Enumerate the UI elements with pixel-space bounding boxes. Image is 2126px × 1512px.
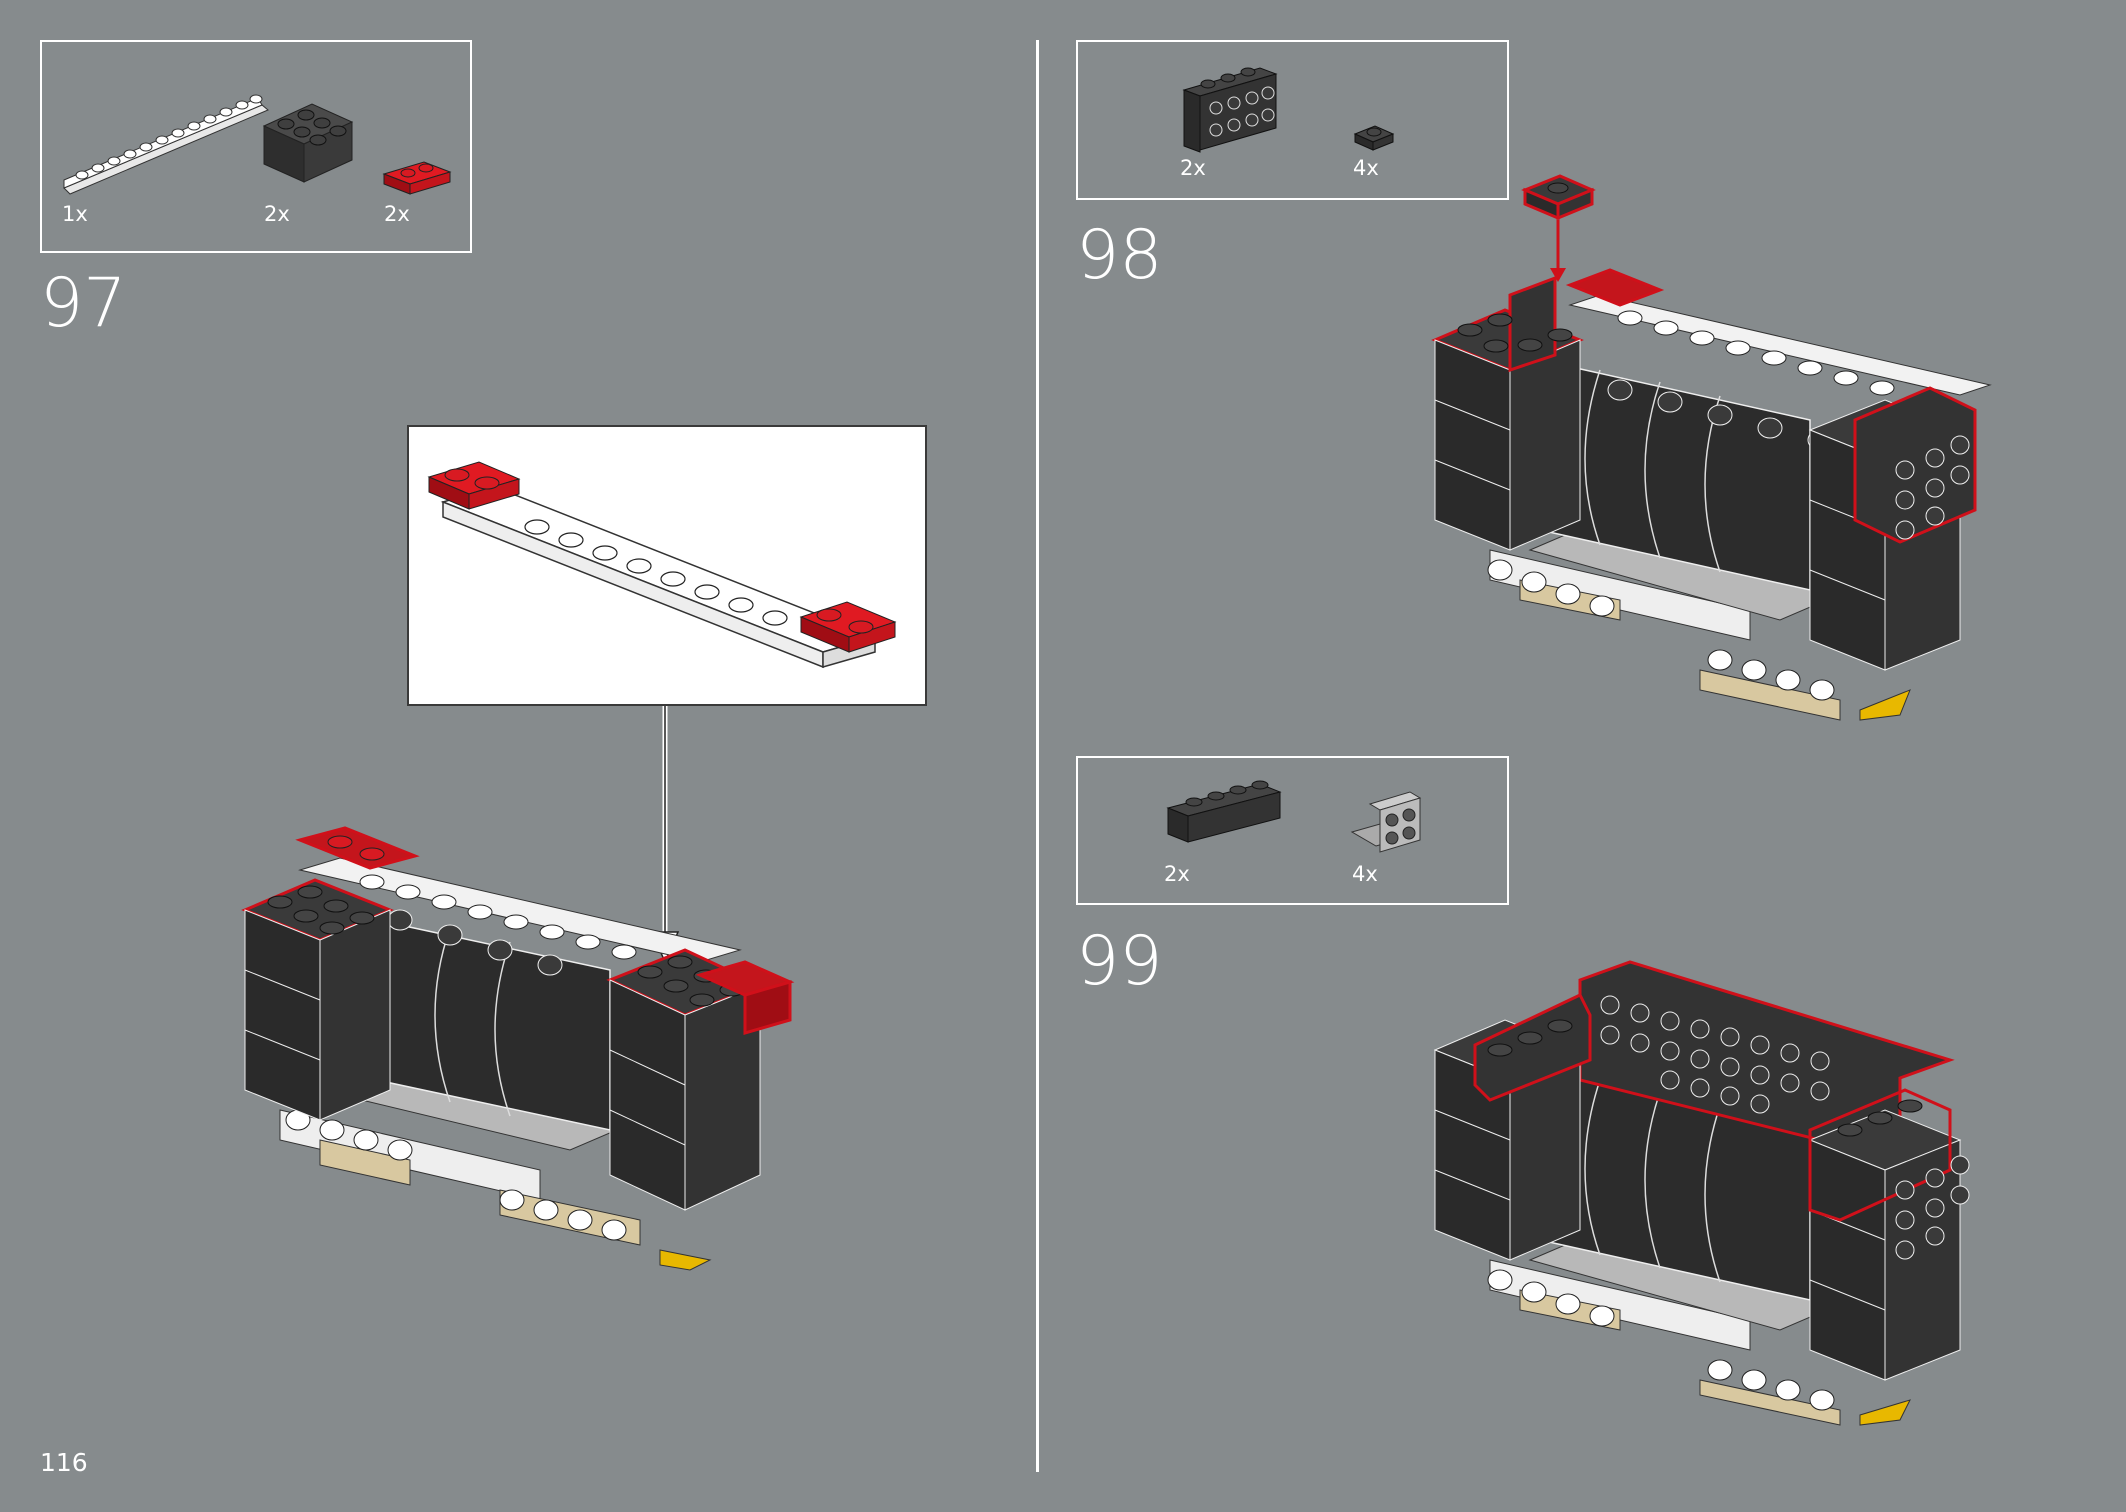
dark-gray-bracket-2x4-icon <box>1182 67 1278 153</box>
step-97-model-icon <box>241 826 795 1271</box>
light-gray-bracket-2x2-icon <box>1350 791 1422 853</box>
step-98-part-2-qty: 4x <box>1353 156 1379 180</box>
step-99-part-2-qty: 4x <box>1352 862 1378 886</box>
dark-gray-brick-1x4-icon <box>1166 780 1282 843</box>
step-98-number: 98 <box>1076 216 1163 295</box>
white-plate-1x12-icon <box>63 94 269 195</box>
page-divider <box>1036 40 1039 1472</box>
step-97-callout <box>407 425 927 706</box>
step-97-parts-box: 1x 2x 2x <box>40 40 472 253</box>
step-99-number: 99 <box>1076 922 1163 1001</box>
step-97-part-1-qty: 1x <box>62 202 88 226</box>
step-97-number: 97 <box>40 264 127 343</box>
step-99-part-1-qty: 2x <box>1164 862 1190 886</box>
step-97-part-2-qty: 2x <box>264 202 290 226</box>
dark-gray-plate-1x1-icon <box>1353 125 1395 151</box>
step-98-model-icon <box>1431 174 1992 721</box>
callout-plate-assembly-icon <box>427 461 897 669</box>
step-99-parts-box: 2x 4x <box>1076 756 1509 905</box>
dark-gray-brick-2x3-icon <box>262 103 354 183</box>
step-98-parts-box: 2x 4x <box>1076 40 1509 200</box>
step-97-part-3-qty: 2x <box>384 202 410 226</box>
page-number: 116 <box>40 1448 88 1477</box>
step-99-model-icon <box>1433 960 1970 1426</box>
red-plate-1x2-icon <box>382 161 452 195</box>
step-98-part-1-qty: 2x <box>1180 156 1206 180</box>
